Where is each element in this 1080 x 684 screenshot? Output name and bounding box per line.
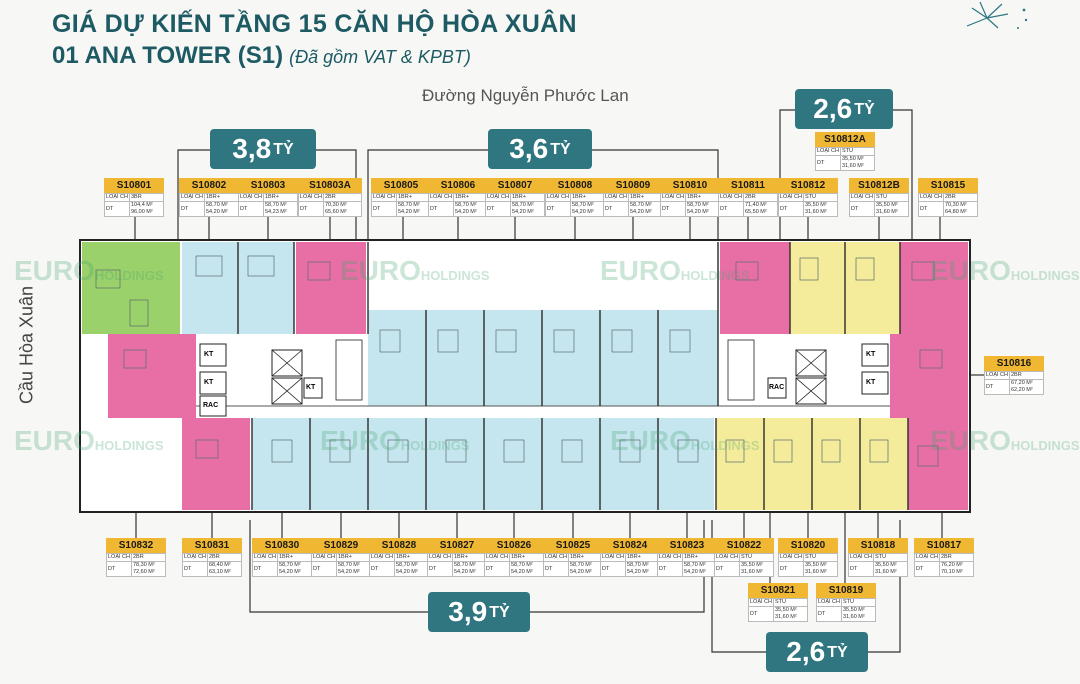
title-line-1: GIÁ DỰ KIẾN TẦNG 15 CĂN HỘ HÒA XUÂN bbox=[52, 10, 577, 38]
watermark-logo-5: EUROHOLDINGS bbox=[14, 425, 164, 456]
watermark-logo-8: EUROHOLDINGS bbox=[930, 425, 1080, 456]
watermark-logo-2: EUROHOLDINGS bbox=[340, 255, 490, 286]
tower-name: 01 ANA TOWER (S1) bbox=[52, 42, 284, 69]
sparkle-icon bbox=[966, 1, 1028, 29]
kt-label-4: KT bbox=[866, 351, 876, 358]
watermark-logo-6: EUROHOLDINGS bbox=[320, 425, 470, 456]
rac-label-2: RAC bbox=[769, 384, 785, 391]
kt-label-3: KT bbox=[306, 384, 316, 391]
rac-label-1: RAC bbox=[203, 402, 219, 409]
kt-label-2: KT bbox=[204, 379, 214, 386]
watermark-logo-1: EUROHOLDINGS bbox=[14, 255, 164, 286]
street-label: Đường Nguyễn Phước Lan bbox=[422, 86, 629, 105]
watermark-logo-3: EUROHOLDINGS bbox=[600, 255, 750, 286]
watermark-logo-7: EUROHOLDINGS bbox=[610, 425, 760, 456]
price-note: (Đã gồm VAT & KPBT) bbox=[289, 47, 471, 67]
kt-label-1: KT bbox=[204, 351, 214, 358]
title-line-2: 01 ANA TOWER (S1)(Đã gồm VAT & KPBT) bbox=[52, 42, 471, 70]
kt-label-5: KT bbox=[866, 379, 876, 386]
watermark-logo-4: EUROHOLDINGS bbox=[930, 255, 1080, 286]
